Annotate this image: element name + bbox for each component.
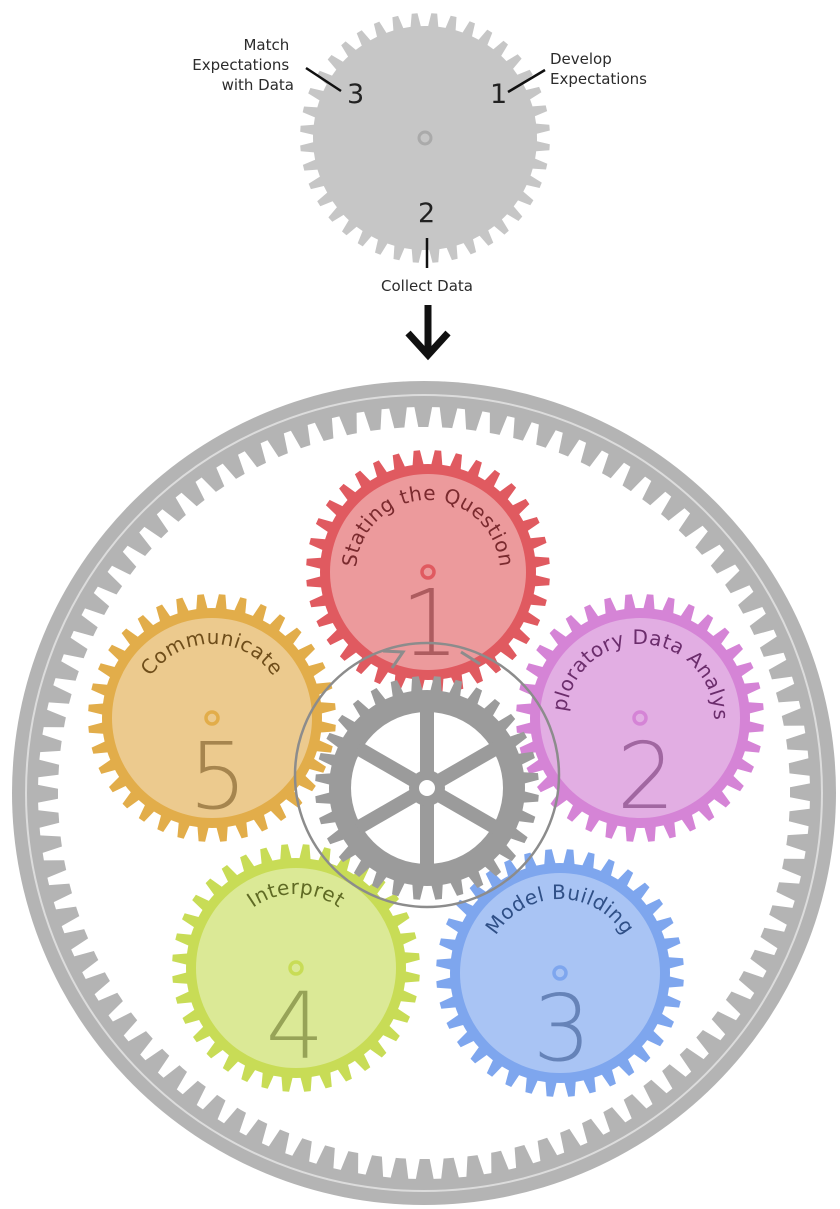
gear-4-number: 4 — [266, 973, 325, 1080]
gear-1-number: 1 — [401, 570, 460, 677]
top-gear-group: 1 Develop Expectations 2 Collect Data 3 … — [192, 13, 647, 295]
top-step-3-number: 3 — [347, 79, 364, 110]
gear-5-number: 5 — [189, 723, 248, 830]
top-step-1-number: 1 — [490, 79, 507, 110]
down-arrow-icon — [408, 305, 448, 355]
gear-2-number: 2 — [617, 723, 676, 830]
top-step-3-label: Match Expectations with Data — [192, 36, 294, 94]
top-step-2-number: 2 — [418, 198, 435, 229]
top-step-1-label: Develop Expectations — [550, 50, 647, 88]
top-step-2-label: Collect Data — [381, 277, 473, 295]
gear-3-number: 3 — [533, 975, 592, 1082]
